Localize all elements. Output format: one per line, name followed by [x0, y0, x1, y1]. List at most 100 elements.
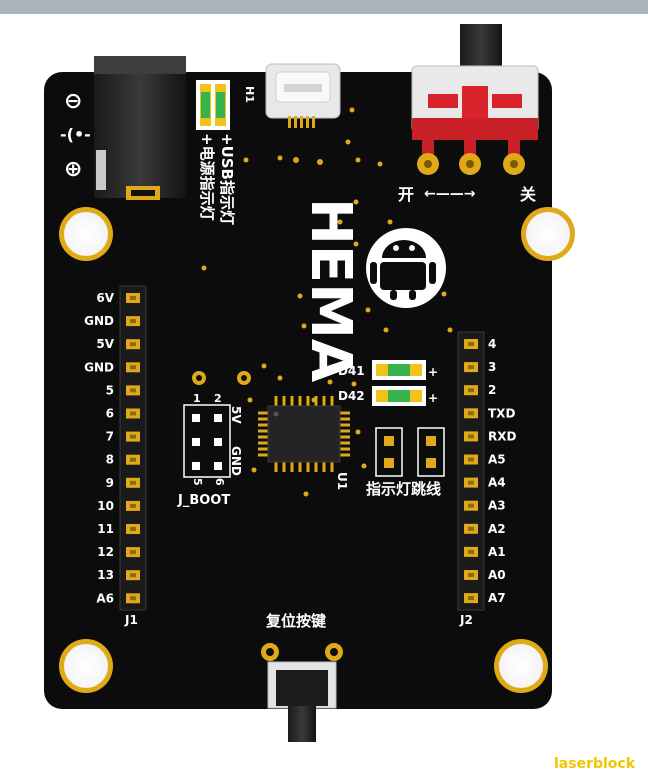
j1-pin-core — [130, 342, 136, 347]
j-boot-label: J_BOOT — [177, 493, 230, 508]
mcu-pin — [330, 396, 334, 406]
mcu-pin — [314, 462, 318, 472]
j1-pin-core — [130, 596, 136, 601]
mcu-pin — [298, 396, 302, 406]
j1-pin-label: 5V — [96, 337, 114, 351]
mcu-pin — [298, 462, 302, 472]
j2-pin-core — [468, 503, 474, 508]
j1-pin-label: 6 — [106, 407, 114, 421]
j1-pin-label: 8 — [106, 453, 114, 467]
top-band — [0, 0, 648, 14]
mcu-pin — [322, 462, 326, 472]
d42-plus: + — [428, 391, 438, 405]
led-d41 — [372, 360, 426, 380]
mcu-pin — [340, 411, 350, 415]
mcu-pin — [290, 462, 294, 472]
led-d42 — [372, 386, 426, 406]
j2-label: J2 — [459, 613, 473, 627]
j1-pin-core — [130, 365, 136, 370]
j2-pin-label: 3 — [488, 360, 496, 374]
boot-num-5: 5 — [191, 478, 204, 486]
vias — [201, 107, 453, 497]
reset-label: 复位按键 — [265, 612, 326, 630]
boot-gnd-label: GND — [229, 446, 243, 476]
polarity-plus: ⊕ — [64, 157, 82, 182]
j1-pin-label: 6V — [96, 291, 114, 305]
mcu-pin — [258, 423, 268, 427]
brand-logo-text: HEMA — [298, 198, 363, 383]
mcu-pin — [258, 447, 268, 451]
j2-pin-label: A1 — [488, 545, 506, 559]
j2-pin-core — [468, 388, 474, 393]
j1-label: J1 — [124, 613, 138, 627]
j1-pin-label: 11 — [97, 522, 114, 536]
j1-pin-core — [130, 480, 136, 485]
mcu-pin — [274, 462, 278, 472]
j2-pin-label: A4 — [488, 476, 506, 490]
mcu-chip — [258, 396, 350, 472]
j1-pin-core — [130, 457, 136, 462]
robot-logo — [366, 228, 446, 308]
mcu-pin — [258, 429, 268, 433]
j1-pin-label: A6 — [96, 591, 114, 605]
j2-pin-core — [468, 411, 474, 416]
switch-on-label: 开 — [398, 185, 414, 204]
j1-pin-core — [130, 411, 136, 416]
switch-arrow: ←——→ — [424, 186, 476, 202]
j1-pin-core — [130, 503, 136, 508]
d42-label: D42 — [338, 389, 365, 403]
mcu-pin — [340, 417, 350, 421]
mcu-pin — [340, 447, 350, 451]
mcu-pin — [258, 453, 268, 457]
boot-num-2: 2 — [214, 392, 222, 405]
boot-num-1: 1 — [193, 392, 201, 405]
micro-usb-port — [265, 63, 341, 128]
j2-pin-label: A2 — [488, 522, 506, 536]
mcu-pin — [330, 462, 334, 472]
j2-pin-core — [468, 434, 474, 439]
j1-pin-label: 5 — [106, 383, 114, 397]
slide-switch[interactable] — [411, 24, 539, 175]
j1-pin-label: 12 — [97, 545, 114, 559]
j2-pin-core — [468, 573, 474, 577]
j2-pin-label: A7 — [488, 591, 506, 605]
mcu-pin — [258, 435, 268, 439]
mounting-hole-tr — [521, 207, 575, 261]
pcb — [44, 72, 552, 709]
mounting-hole-tl — [59, 207, 113, 261]
j2-pin-label: A3 — [488, 499, 506, 513]
j2-pin-core — [468, 480, 474, 485]
mcu-pin — [314, 396, 318, 406]
mcu-pin — [322, 396, 326, 406]
j1-pin-core — [130, 388, 136, 393]
d41-plus: + — [428, 365, 438, 379]
j2-pin-label: A0 — [488, 568, 506, 582]
header-j2 — [457, 331, 485, 611]
mcu-pin — [258, 411, 268, 415]
switch-off-label: 关 — [520, 185, 536, 204]
j1-pin-core — [130, 319, 136, 324]
j2-pin-label: A5 — [488, 453, 506, 467]
credit-text: laserblock — [554, 756, 636, 772]
polarity-marks: ⊖ -(•- ⊕ — [60, 89, 91, 182]
j2-pin-core — [468, 365, 474, 370]
reset-button[interactable] — [261, 643, 343, 742]
mcu-pin — [282, 462, 286, 472]
mcu-pin — [340, 441, 350, 445]
mounting-hole-br — [494, 639, 548, 693]
mcu-pin — [306, 462, 310, 472]
mcu-pin — [340, 423, 350, 427]
j1-pin-core — [130, 296, 136, 300]
j-boot-header — [183, 371, 251, 478]
j2-pin-label: RXD — [488, 429, 516, 443]
j1-pin-core — [130, 550, 136, 555]
power-leds: H1 +USB指示灯 +电源指示灯 — [196, 80, 256, 225]
power-led-label: +电源指示灯 — [198, 133, 216, 221]
j2-pin-core — [468, 342, 474, 346]
j2-pin-label: 4 — [488, 337, 496, 351]
mounting-hole-bl — [59, 639, 113, 693]
